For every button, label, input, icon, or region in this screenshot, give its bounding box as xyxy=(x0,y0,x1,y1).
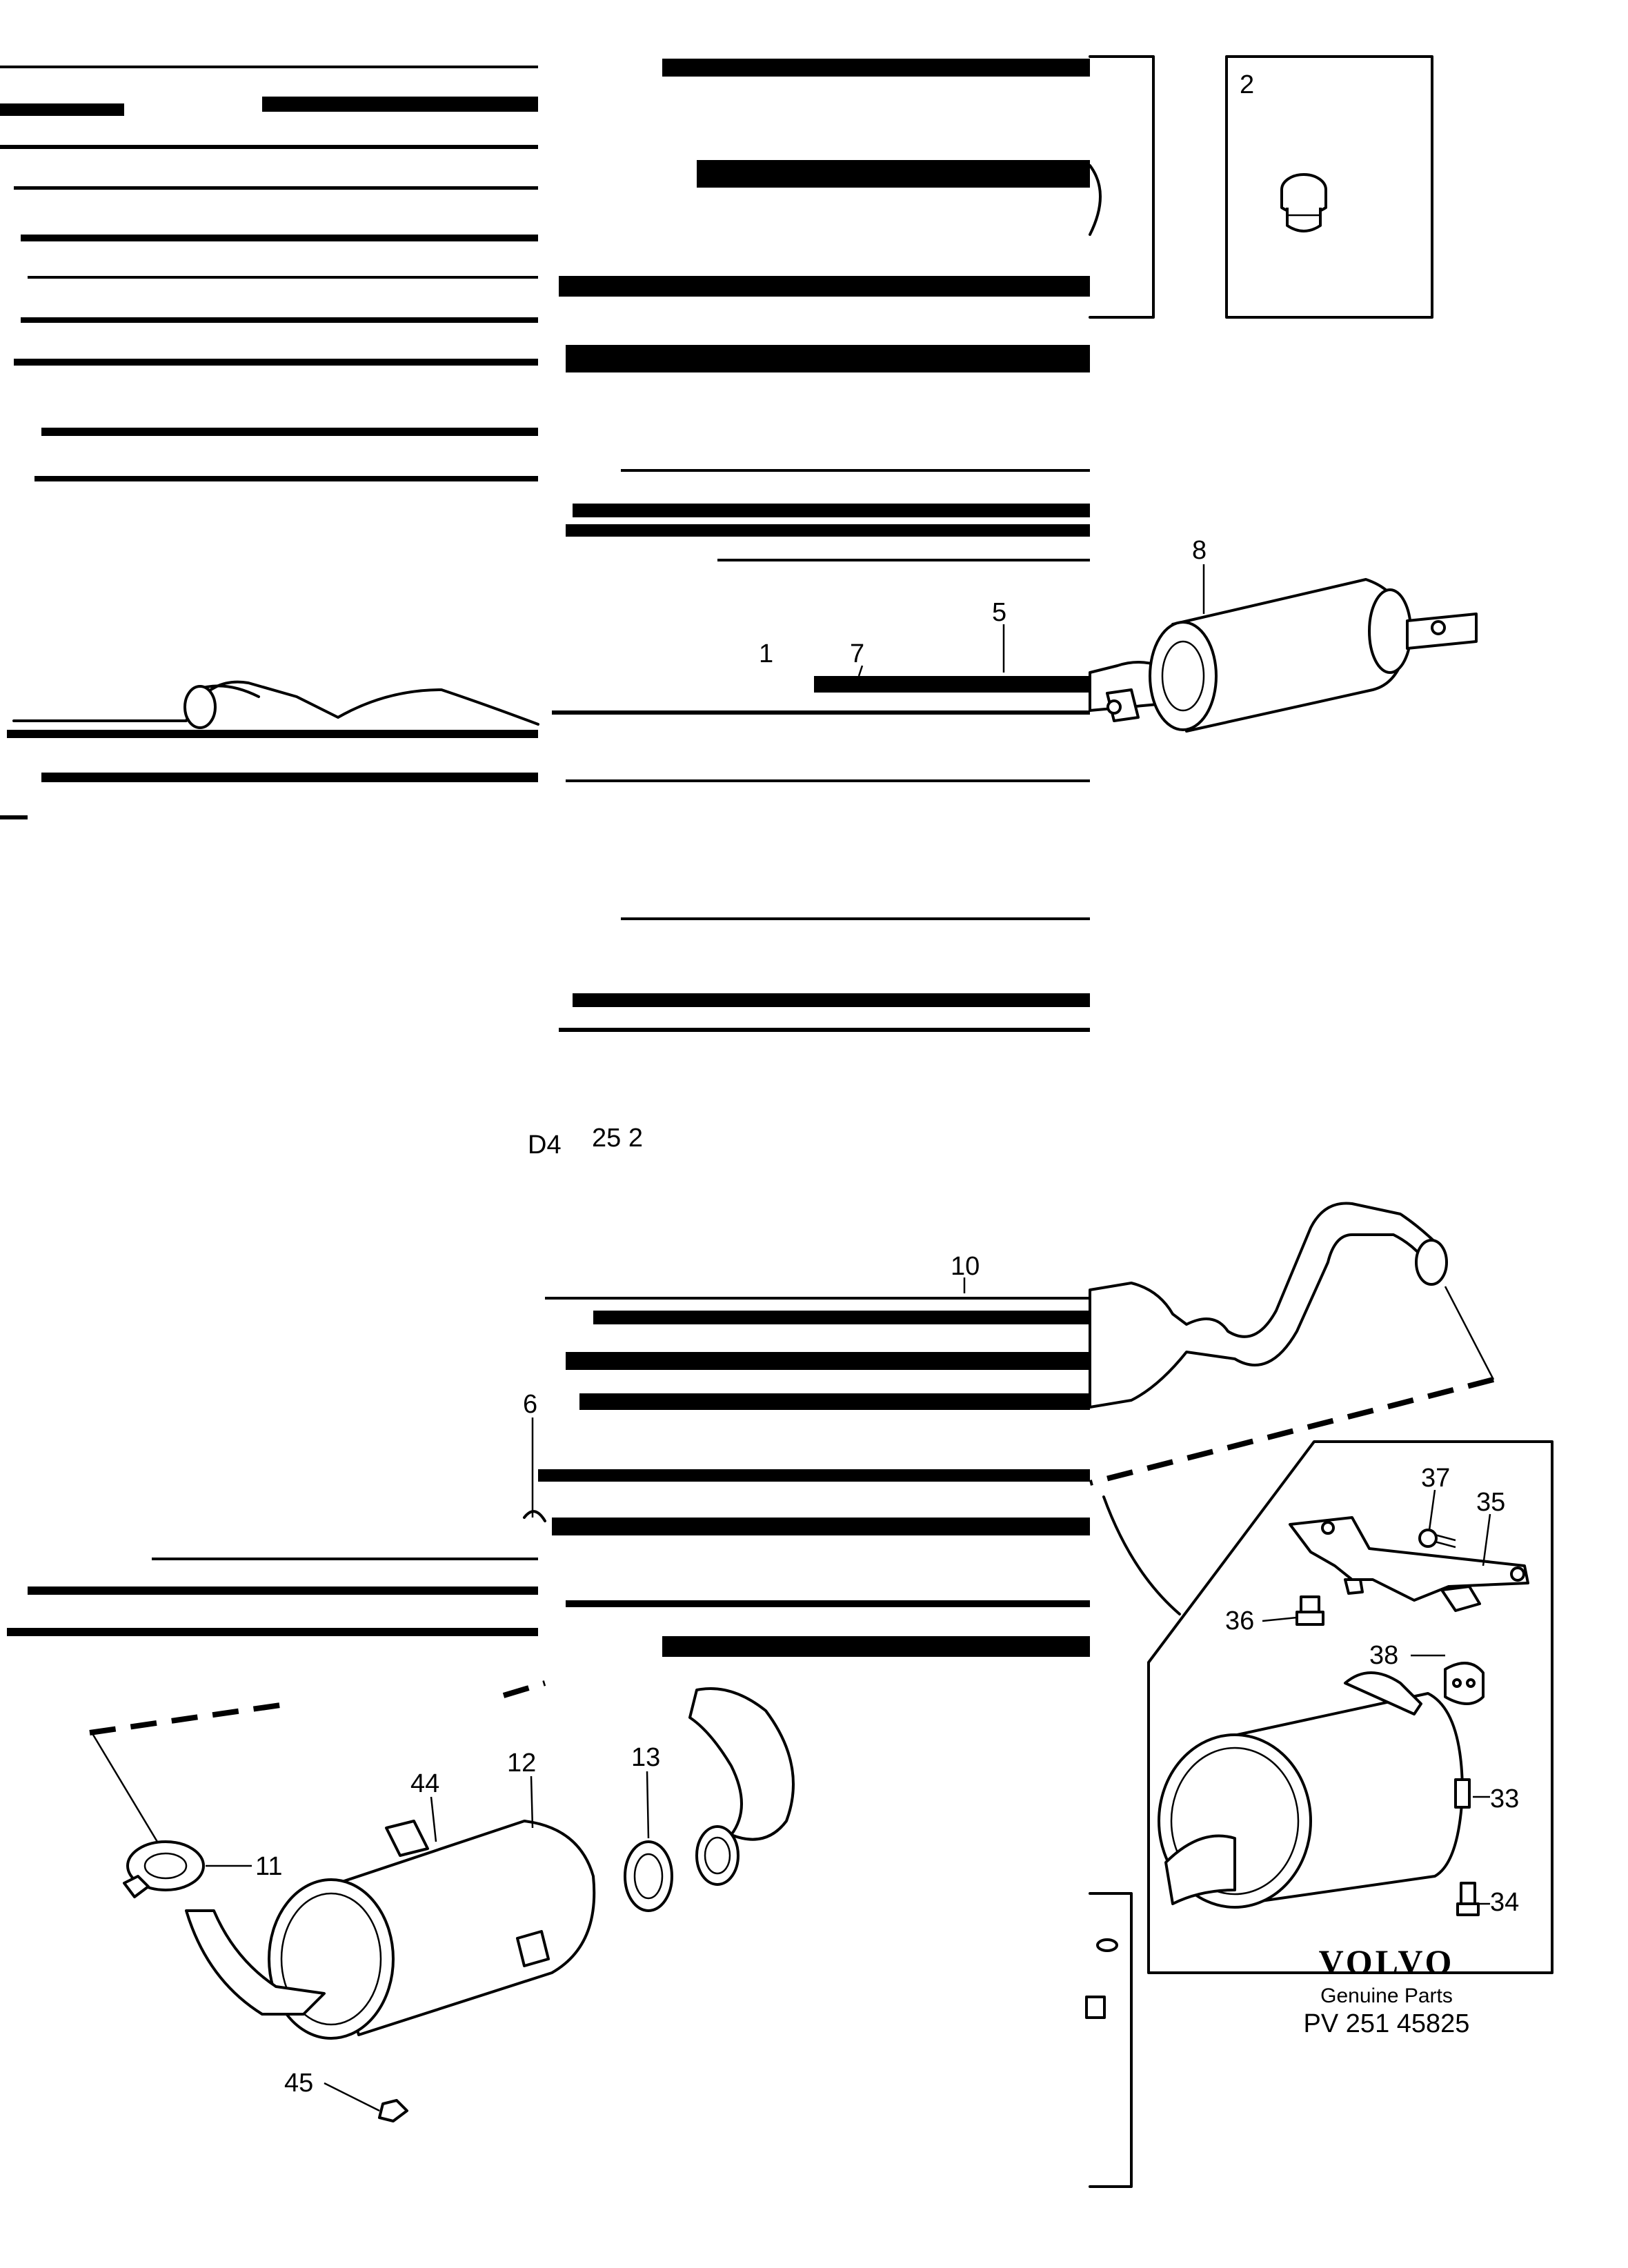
hanger-inset: 37 35 36 38 33 34 xyxy=(1102,1440,1553,1974)
part-2-inset: 2 xyxy=(1225,55,1433,319)
tail-silencer-detail xyxy=(1158,1671,1480,1916)
callout-35: 35 xyxy=(1476,1488,1505,1517)
front-silencer-assembly: 11 12 13 44 45 xyxy=(123,1687,795,2122)
inset-frame-bottom xyxy=(1085,1892,1133,2188)
callout-13: 13 xyxy=(631,1743,660,1772)
callout-10: 10 xyxy=(951,1252,980,1281)
fragment-labels: D4 25 2 xyxy=(528,1124,643,1160)
front-pipe xyxy=(12,680,539,729)
callout-37: 37 xyxy=(1421,1464,1450,1493)
volvo-branding: VOLVO Genuine Parts PV 251 45825 xyxy=(1290,1942,1483,2039)
genuine-parts-label: Genuine Parts xyxy=(1320,1984,1453,2007)
callout-45: 45 xyxy=(284,2069,313,2098)
fragment-label-2: 25 2 xyxy=(592,1124,643,1153)
callout-38: 38 xyxy=(1369,1641,1398,1670)
callout-12: 12 xyxy=(507,1749,536,1778)
callout-1: 1 xyxy=(759,639,773,668)
callout-7: 7 xyxy=(850,639,864,668)
callout-2: 2 xyxy=(1240,70,1254,99)
centre-silencer: 8 xyxy=(1089,536,1478,733)
callout-5: 5 xyxy=(992,598,1006,627)
part-number: PV 251 45825 xyxy=(1303,2009,1470,2038)
hanger-bracket xyxy=(1289,1516,1529,1612)
bolt-36 xyxy=(1296,1595,1324,1626)
fragment-label-1: D4 xyxy=(528,1131,562,1160)
scan-artifacts-middle xyxy=(538,59,1090,1657)
rear-silencer: 10 xyxy=(951,1202,1495,1409)
callout-34: 34 xyxy=(1490,1888,1519,1917)
callout-11: 11 xyxy=(255,1852,282,1881)
dashed-leaders xyxy=(89,1377,1494,1856)
callout-44: 44 xyxy=(410,1769,439,1798)
bolt-37 xyxy=(1418,1529,1456,1549)
callout-8: 8 xyxy=(1192,536,1207,565)
inset-frame-top xyxy=(1089,55,1155,319)
callout-6: 6 xyxy=(523,1390,537,1419)
volvo-logo: VOLVO xyxy=(1318,1942,1455,1981)
callout-33: 33 xyxy=(1490,1784,1519,1813)
scan-artifacts-left xyxy=(0,66,538,1636)
callout-36: 36 xyxy=(1225,1606,1254,1635)
drain-plug xyxy=(1280,173,1327,232)
rubber-mount-38 xyxy=(1444,1662,1485,1705)
